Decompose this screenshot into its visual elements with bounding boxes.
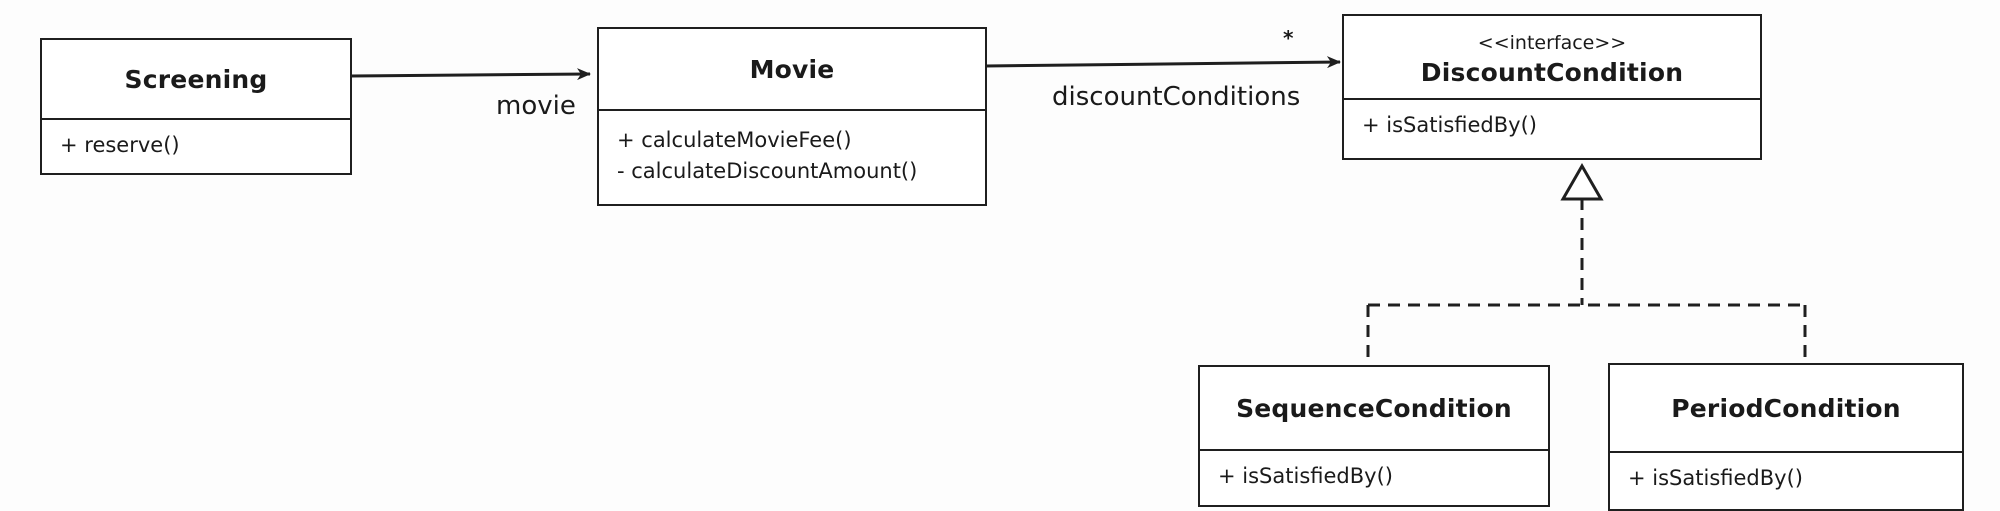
operation: + isSatisfiedBy() — [1628, 466, 1803, 490]
class-period-condition: PeriodCondition + isSatisfiedBy() — [1608, 363, 1964, 511]
class-screening: Screening + reserve() — [40, 38, 352, 175]
operation: + isSatisfiedBy() — [1218, 464, 1393, 488]
operations-compartment: + reserve() — [42, 120, 350, 173]
operations-compartment: + calculateMovieFee() - calculateDiscoun… — [599, 111, 985, 204]
role-label-movie: movie — [496, 91, 576, 121]
operation: + calculateMovieFee() — [617, 128, 852, 152]
class-header: PeriodCondition — [1610, 365, 1962, 453]
class-name: DiscountCondition — [1420, 57, 1684, 87]
class-header: SequenceCondition — [1200, 367, 1548, 451]
operation: - calculateDiscountAmount() — [617, 159, 918, 183]
class-header: <<interface>> DiscountCondition — [1344, 16, 1760, 100]
class-header: Movie — [599, 29, 985, 111]
class-header: Screening — [42, 40, 350, 120]
operations-compartment: + isSatisfiedBy() — [1344, 100, 1760, 158]
operations-compartment: + isSatisfiedBy() — [1610, 453, 1962, 509]
class-name: SequenceCondition — [1236, 393, 1512, 423]
class-movie: Movie + calculateMovieFee() - calculateD… — [597, 27, 987, 206]
realization-connector — [1366, 198, 1807, 367]
class-sequence-condition: SequenceCondition + isSatisfiedBy() — [1198, 365, 1550, 507]
class-name: Screening — [124, 64, 268, 94]
role-label-discount-conditions: discountConditions — [1052, 82, 1301, 112]
stereotype-label: <<interface>> — [1477, 31, 1627, 54]
multiplicity-label: * — [1283, 26, 1294, 50]
realization-arrowhead — [1560, 162, 1604, 201]
operation: + reserve() — [60, 133, 180, 157]
interface-discount-condition: <<interface>> DiscountCondition + isSati… — [1342, 14, 1762, 160]
association-movie-discount-conditions — [984, 56, 1341, 69]
association-screening-movie — [349, 68, 591, 81]
operation: + isSatisfiedBy() — [1362, 113, 1537, 137]
class-name: Movie — [749, 54, 835, 84]
class-name: PeriodCondition — [1671, 393, 1901, 423]
operations-compartment: + isSatisfiedBy() — [1200, 451, 1548, 505]
